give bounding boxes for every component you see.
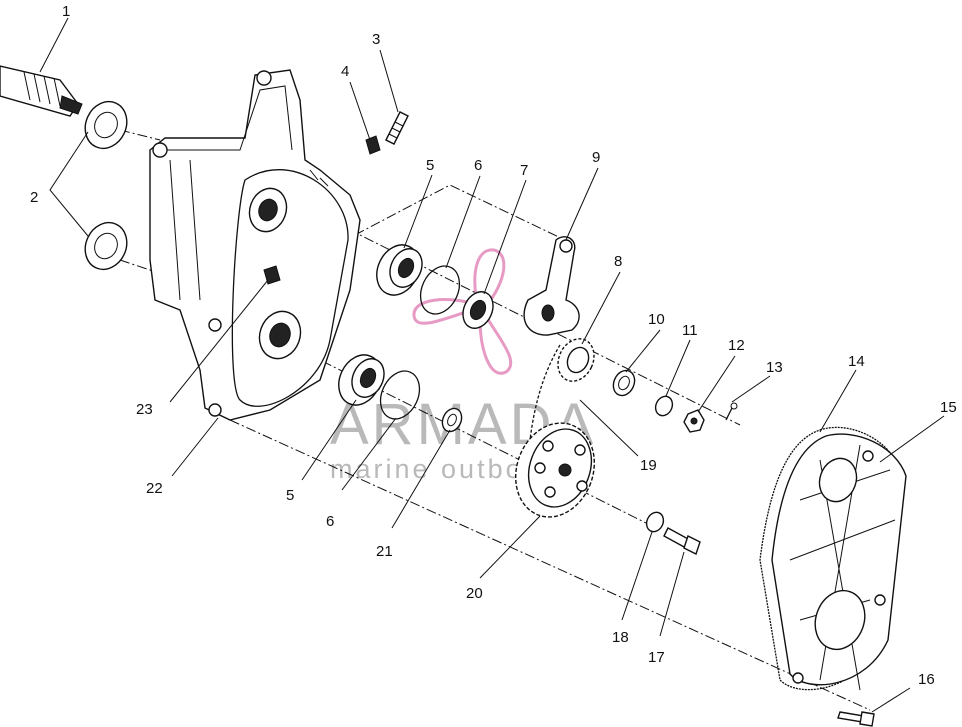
- part-23-set-screw: [263, 265, 281, 285]
- part-5-bearing-upper: [376, 244, 423, 296]
- callout-22: 22: [146, 480, 163, 497]
- callout-6b: 6: [326, 513, 334, 530]
- callout-15: 15: [940, 399, 957, 416]
- callout-3: 3: [372, 31, 380, 48]
- callout-2: 2: [30, 189, 38, 206]
- callout-7: 7: [520, 162, 528, 179]
- callout-9: 9: [592, 149, 600, 166]
- callout-18: 18: [612, 629, 629, 646]
- part-15-cover: [771, 433, 907, 691]
- part-9-tensioner-arm: [523, 236, 580, 336]
- callout-19: 19: [640, 457, 657, 474]
- callout-14: 14: [848, 353, 865, 370]
- part-7-seal: [462, 291, 494, 329]
- callout-8: 8: [614, 253, 622, 270]
- callout-6a: 6: [474, 157, 482, 174]
- part-6-snap-ring-lower: [379, 370, 421, 420]
- callout-5a: 5: [426, 157, 434, 174]
- callout-labels: 1 2 3 4 5 6 7 9 8 10 11 12 13 14 15 19 2…: [30, 3, 957, 688]
- part-2-seal-upper: [84, 100, 128, 150]
- part-20-bottom-sprocket: [514, 422, 596, 518]
- part-18-washer: [645, 511, 665, 533]
- part-21-spacer: [441, 407, 463, 433]
- part-11-washer: [654, 395, 674, 417]
- callout-11: 11: [682, 322, 698, 339]
- part-14-gasket: [759, 426, 901, 691]
- callout-23: 23: [136, 401, 153, 418]
- callout-20: 20: [466, 585, 483, 602]
- callout-17: 17: [648, 649, 665, 666]
- part-6-snap-ring-upper: [419, 265, 461, 315]
- callout-16: 16: [918, 671, 935, 688]
- callout-10: 10: [648, 311, 665, 328]
- part-10-washer: [612, 369, 636, 397]
- part-19-chain: [529, 344, 561, 441]
- part-1-shaft: [0, 65, 83, 117]
- callout-21: 21: [376, 543, 393, 560]
- part-5-bearing-lower: [338, 354, 385, 406]
- part-2-seal-lower: [84, 221, 128, 271]
- part-16-cover-bolt: [837, 711, 875, 727]
- callout-4: 4: [341, 63, 349, 80]
- part-17-bolt: [663, 527, 701, 555]
- part-3-bolt: [385, 111, 409, 145]
- part-4-plug: [365, 135, 381, 155]
- callout-13: 13: [766, 359, 783, 376]
- part-13-cotter-pin: [725, 402, 738, 421]
- callout-1: 1: [62, 3, 70, 20]
- callout-12: 12: [728, 337, 745, 354]
- part-22-chaincase-housing: [149, 69, 361, 421]
- part-8-top-sprocket: [557, 338, 595, 382]
- callout-5b: 5: [286, 487, 294, 504]
- part-12-nut: [683, 409, 705, 433]
- leader-lines: [39, 17, 945, 713]
